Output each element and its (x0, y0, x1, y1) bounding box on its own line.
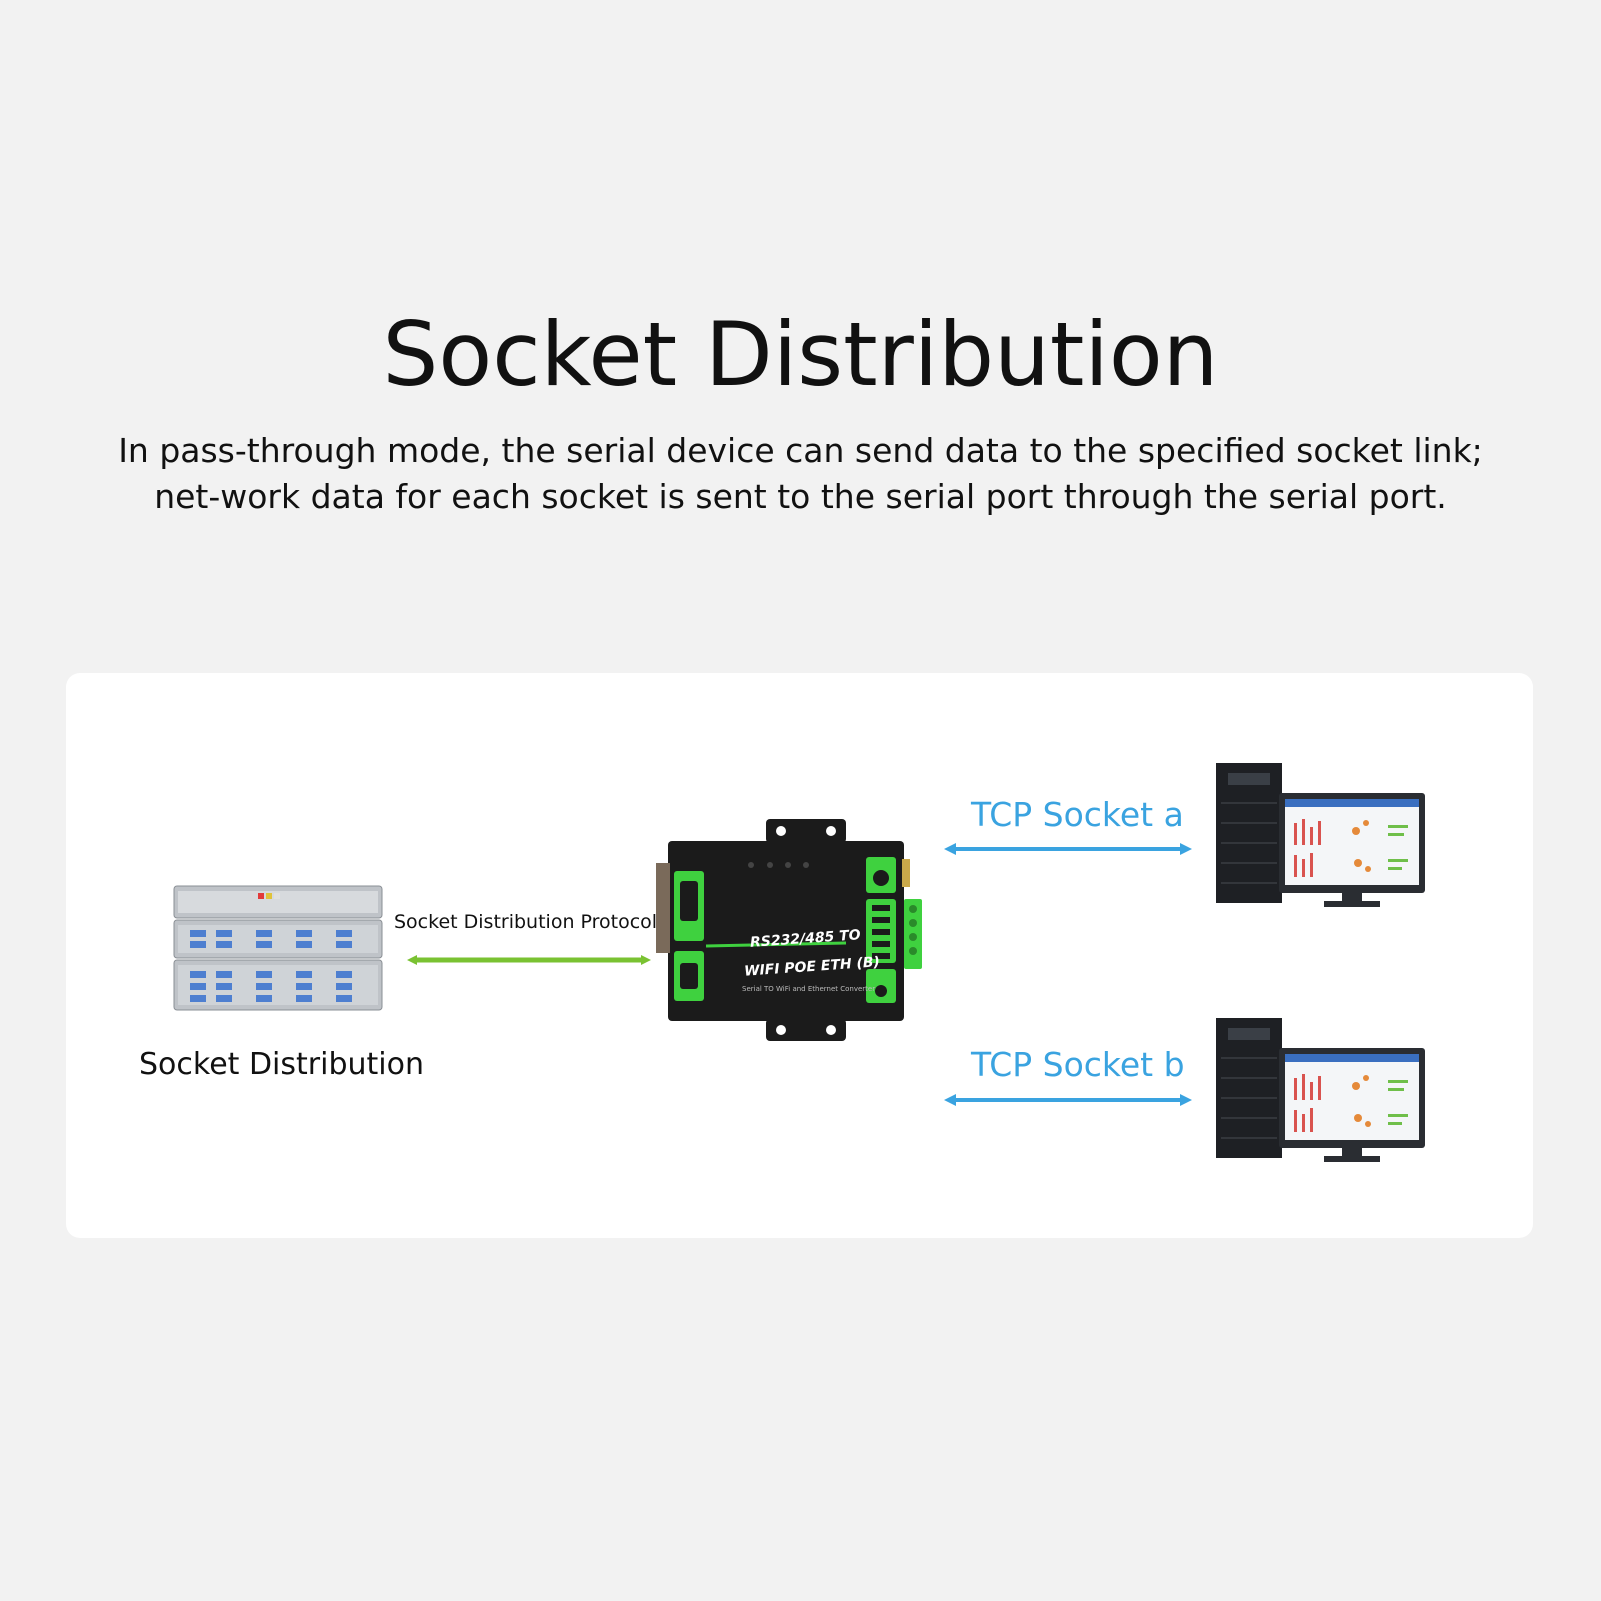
device-label-line3: Serial TO WiFi and Ethernet Converter (742, 985, 876, 993)
protocol-label: Socket Distribution Protocol (394, 911, 658, 933)
page-title: Socket Distribution (382, 303, 1219, 406)
server-rack-icon (173, 885, 383, 1011)
workstation-a-icon (1216, 763, 1425, 907)
diagram-canvas (173, 763, 1425, 1162)
converter-device-icon (656, 819, 922, 1041)
page-description: In pass-through mode, the serial device … (118, 431, 1483, 516)
workstation-b-icon (1216, 1018, 1425, 1162)
server-label: Socket Distribution (139, 1047, 424, 1082)
socket-b-label: TCP Socket b (971, 1045, 1185, 1084)
socket-a-label: TCP Socket a (971, 795, 1184, 834)
diagram-panel: Socket Distribution Socket Distribution … (66, 673, 1533, 1238)
